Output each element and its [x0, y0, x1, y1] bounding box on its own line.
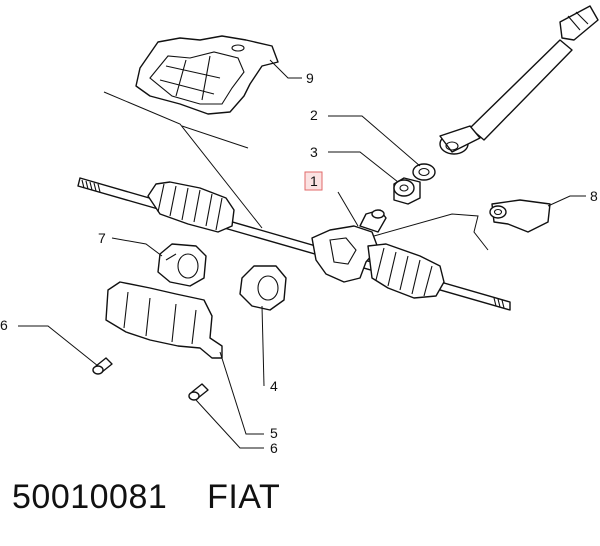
leader-5	[219, 351, 264, 435]
callout-1-highlight	[304, 171, 323, 191]
leader-6b	[195, 399, 264, 449]
callout-1[interactable]: 1	[310, 173, 318, 189]
part-caption: 50010081 FIAT	[12, 478, 280, 517]
callout-4[interactable]: 4	[270, 378, 278, 394]
part-2-washer	[412, 163, 436, 181]
guide-line-plate	[103, 91, 263, 229]
callout-9[interactable]: 9	[306, 70, 314, 86]
leader-lines	[18, 59, 586, 449]
brand-name: FIAT	[207, 478, 281, 516]
steering-rack	[77, 177, 511, 311]
leader-1	[337, 191, 359, 227]
part-number: 50010081	[12, 478, 168, 516]
callout-3[interactable]: 3	[310, 144, 318, 160]
leader-4	[261, 305, 265, 387]
guide-line-right	[373, 213, 489, 251]
part-5-shield	[105, 281, 223, 359]
leader-7	[111, 237, 163, 257]
part-6-bolt-b	[188, 383, 209, 401]
part-3-bush	[393, 177, 421, 205]
callout-7[interactable]: 7	[98, 230, 106, 246]
part-6-bolt-a	[92, 357, 113, 375]
callout-6b[interactable]: 6	[270, 440, 278, 456]
part-4-bush	[239, 265, 287, 311]
callout-2[interactable]: 2	[310, 107, 318, 123]
leader-9	[269, 59, 302, 79]
leader-2	[328, 115, 421, 167]
callout-6a[interactable]: 6	[0, 317, 8, 333]
leader-6a	[18, 325, 99, 367]
callout-8[interactable]: 8	[590, 188, 598, 204]
leader-3	[328, 151, 399, 183]
part-8-steering-arm	[489, 199, 551, 233]
part-7-bush	[157, 243, 207, 287]
leader-8	[547, 195, 586, 207]
guide-line-plate-2	[181, 125, 249, 149]
callout-5[interactable]: 5	[270, 425, 278, 441]
steering-shaft	[439, 5, 599, 155]
part-9-mounting-plate	[135, 35, 279, 115]
